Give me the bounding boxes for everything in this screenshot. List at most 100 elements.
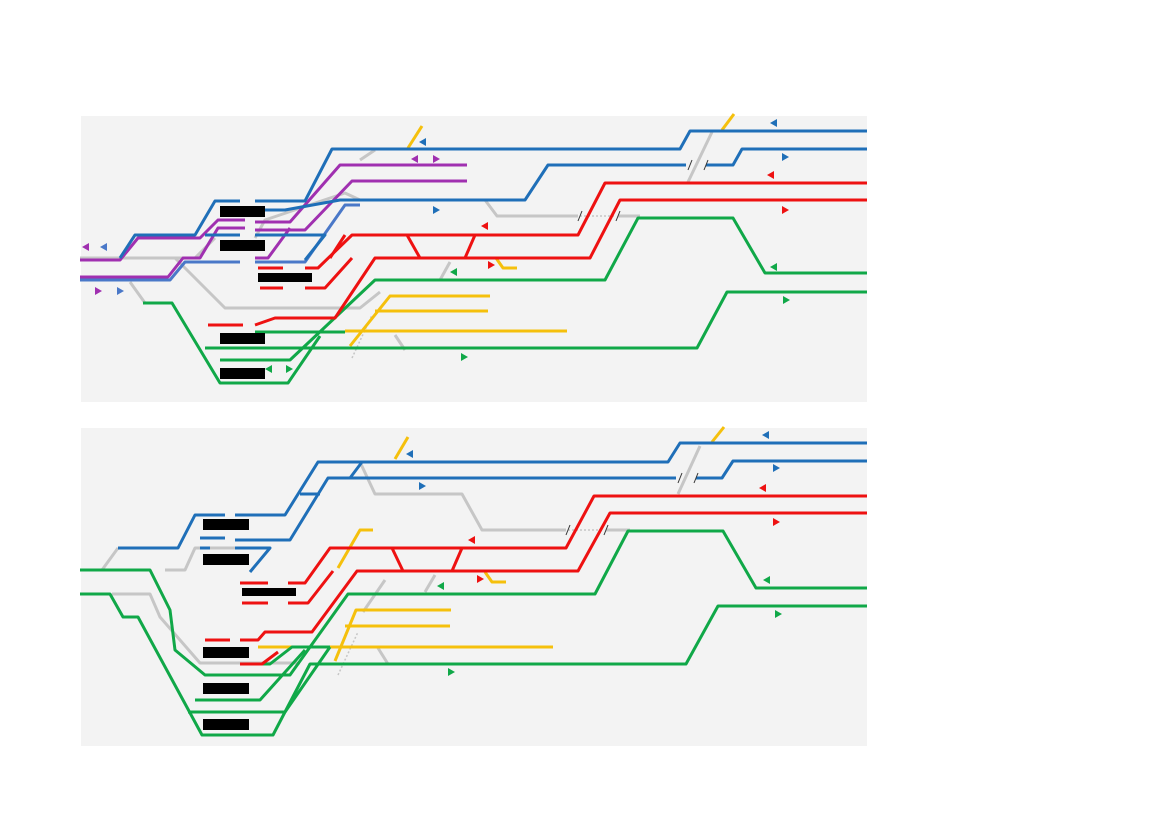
arrow-left-icon	[767, 171, 774, 179]
platform	[258, 273, 312, 282]
break-mark	[615, 210, 621, 222]
break-mark	[603, 524, 609, 536]
track-line	[118, 513, 225, 550]
track-line	[220, 216, 867, 362]
track-line	[305, 181, 867, 270]
track-line	[696, 459, 867, 480]
direction-arrows-top	[82, 119, 790, 373]
arrow-right-icon	[773, 518, 780, 526]
arrow-left-icon	[759, 484, 766, 492]
break-mark	[703, 159, 709, 171]
break-mark	[565, 524, 571, 536]
arrow-right-icon	[773, 464, 780, 472]
track-line	[333, 608, 451, 662]
track-line	[483, 199, 578, 218]
arrow-right-icon	[117, 287, 124, 295]
arrow-right-icon	[433, 206, 440, 214]
track-line	[128, 281, 147, 304]
platform	[203, 554, 249, 565]
track-line	[80, 218, 245, 262]
track-line	[235, 441, 867, 517]
track-line	[483, 571, 506, 584]
arrow-right-icon	[477, 575, 484, 583]
arrow-left-icon	[763, 576, 770, 584]
track-line	[438, 261, 452, 281]
track-line	[143, 301, 322, 385]
green-tracks-bottom	[80, 529, 867, 737]
platform	[220, 368, 265, 379]
arrow-right-icon	[95, 287, 102, 295]
arrow-left-icon	[468, 536, 475, 544]
arrow-right-icon	[433, 155, 440, 163]
track-line	[405, 234, 422, 259]
arrow-left-icon	[265, 365, 272, 373]
track-line	[305, 256, 354, 290]
track-line	[288, 570, 335, 605]
track-line	[376, 647, 390, 665]
track-line	[165, 546, 240, 572]
arrow-right-icon	[461, 353, 468, 361]
top-diagram	[80, 113, 867, 385]
track-line	[720, 113, 736, 131]
track-line	[361, 579, 387, 613]
arrow-right-icon	[419, 482, 426, 490]
track-line	[205, 290, 867, 350]
track-line	[80, 256, 381, 310]
green-tracks-top	[143, 216, 867, 385]
arrow-right-icon	[782, 153, 789, 161]
track-line	[118, 199, 240, 259]
yellow-tracks-top	[345, 113, 736, 347]
platform	[203, 647, 249, 658]
arrow-right-icon	[448, 668, 455, 676]
track-line	[348, 294, 490, 347]
arrow-left-icon	[450, 268, 457, 276]
arrow-right-icon	[782, 206, 789, 214]
arrow-right-icon	[488, 261, 495, 269]
track-line	[255, 233, 327, 261]
arrow-left-icon	[82, 243, 89, 251]
track-line	[80, 529, 867, 677]
track-line	[710, 426, 726, 443]
arrow-left-icon	[406, 450, 413, 458]
track-line	[255, 179, 467, 232]
gray-tracks-bottom	[100, 445, 702, 665]
red-tracks-bottom	[205, 494, 867, 666]
track-line	[393, 436, 410, 460]
track-line	[676, 445, 702, 495]
platform	[220, 206, 265, 217]
track-line	[188, 646, 332, 714]
direction-arrows-bottom	[406, 431, 782, 676]
track-line	[288, 494, 867, 585]
arrow-left-icon	[437, 582, 444, 590]
arrow-right-icon	[286, 365, 293, 373]
track-line	[80, 226, 245, 279]
platform	[220, 240, 265, 251]
arrow-left-icon	[770, 119, 777, 127]
track-line	[112, 592, 300, 665]
red-tracks-top	[208, 181, 867, 327]
track-line	[255, 163, 686, 212]
track-line	[686, 131, 714, 183]
break-mark	[693, 472, 699, 484]
track-line	[450, 547, 464, 572]
track-line	[255, 129, 867, 203]
track-line	[235, 476, 676, 542]
platform	[203, 719, 249, 730]
track-line	[358, 461, 566, 532]
track-line	[328, 234, 347, 259]
track-line	[100, 547, 120, 571]
platforms-bottom	[203, 519, 296, 730]
purple-tracks-top	[80, 163, 467, 279]
arrow-right-icon	[775, 610, 782, 618]
track-line	[80, 592, 867, 737]
track-line	[80, 260, 240, 282]
track-line	[254, 198, 867, 327]
track-line	[359, 148, 376, 162]
track-line	[463, 234, 477, 259]
track-line	[255, 163, 467, 224]
track-line	[240, 511, 867, 642]
arrow-left-icon	[100, 243, 107, 251]
blue-tracks-top	[118, 129, 867, 261]
track-line	[406, 125, 424, 149]
